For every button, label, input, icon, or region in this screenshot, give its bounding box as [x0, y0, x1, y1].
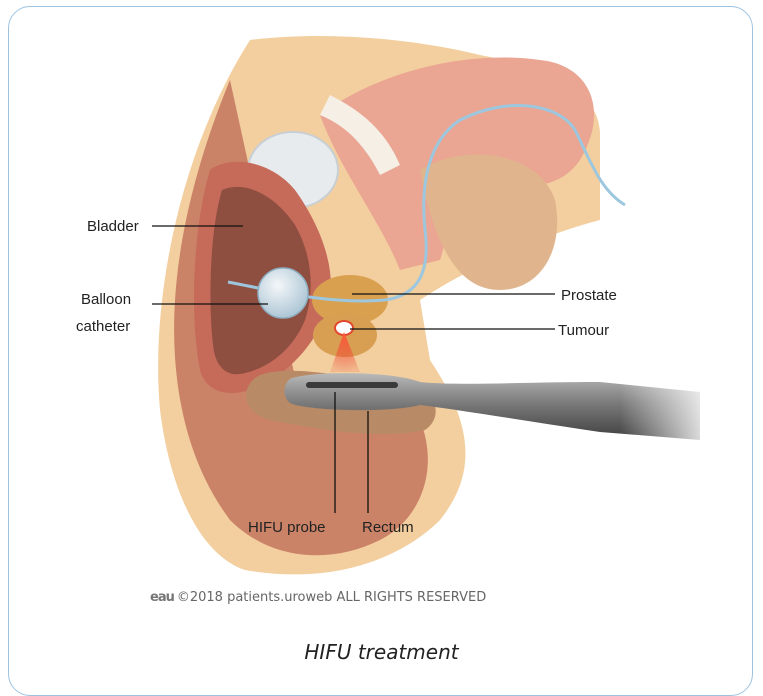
copyright-notice: eau©2018 patients.uroweb ALL RIGHTS RESE…: [150, 590, 486, 605]
hifu-anatomy-illustration: Bladder Balloon catheter Prostate Tumour…: [0, 0, 763, 682]
probe-fade: [620, 370, 720, 450]
balloon-label-line1: Balloon: [81, 291, 131, 308]
probe-window: [306, 382, 398, 388]
rectum-label: Rectum: [362, 519, 414, 536]
eau-logo: eau: [150, 590, 174, 605]
prostate-label: Prostate: [561, 287, 617, 304]
balloon: [258, 268, 308, 318]
hifu-probe-label: HIFU probe: [248, 519, 326, 536]
tumour-label: Tumour: [558, 322, 609, 339]
bladder-label: Bladder: [87, 218, 139, 235]
copyright-text: ©2018 patients.uroweb ALL RIGHTS RESERVE…: [177, 590, 486, 605]
balloon-label-line2: catheter: [76, 318, 130, 335]
figure-caption: HIFU treatment: [0, 640, 763, 664]
